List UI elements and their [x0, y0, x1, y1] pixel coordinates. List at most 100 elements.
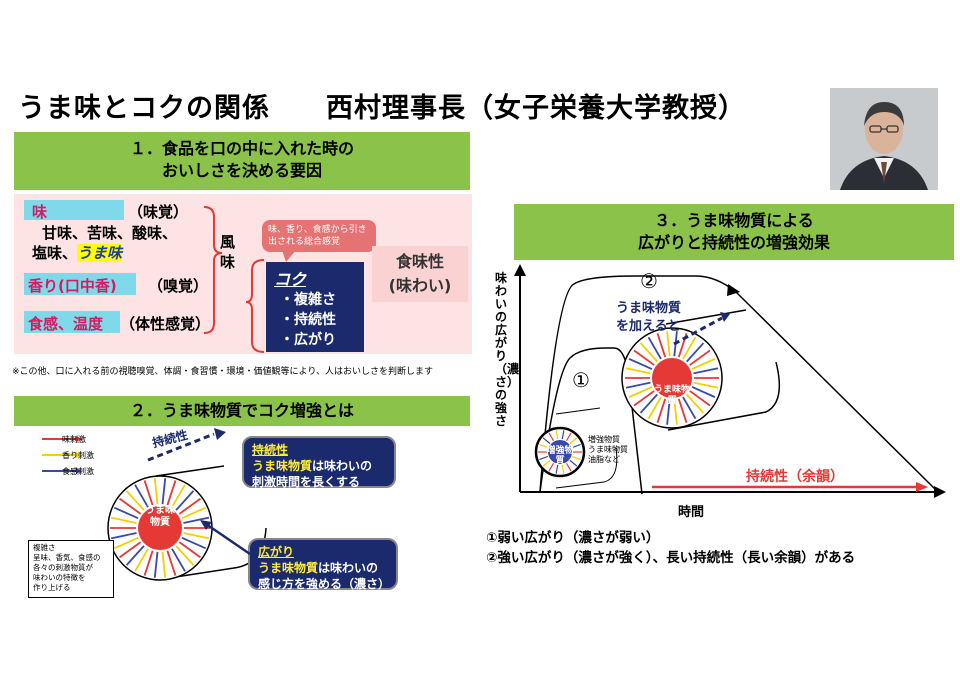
persistence-box: 持続性 うま味物質は味わいの 刺激時間を長くする	[242, 436, 396, 489]
texture-label: 食感、温度	[28, 315, 104, 333]
add-umami-line2: を加えると	[616, 319, 681, 334]
section3-heading-line2: 広がりと持続性の増強効果	[637, 233, 830, 252]
ray	[625, 367, 651, 375]
umami-circle-label: うま味物質	[145, 505, 175, 528]
add-umami-line1: うま味物質	[616, 301, 682, 316]
ray	[572, 455, 581, 461]
persistence-aftertaste-label: 持続性（余韻）	[746, 469, 844, 485]
ray	[110, 532, 137, 540]
ray	[666, 331, 671, 357]
spread-box-text1: は味わいの	[318, 561, 379, 575]
ray	[175, 545, 195, 566]
section1-heading-line2: おいしさを決める要因	[161, 161, 322, 180]
small-circle-note: 増強物質 うま味物質 油脂など	[588, 435, 628, 465]
koku-item-persistence: ・持続性	[280, 312, 336, 328]
taste-items-line2: 塩味、うま味	[32, 242, 123, 263]
ray	[633, 390, 655, 407]
ray	[178, 541, 201, 559]
ray	[171, 484, 186, 508]
ray	[625, 381, 651, 389]
section2-heading: ２．うま味物質でコク増強とは	[14, 396, 470, 426]
taste-items-line1: 甘味、苦味、酸味、	[42, 224, 178, 242]
small-circle-label: 増強物質	[546, 446, 574, 466]
ray	[689, 349, 711, 366]
ray	[542, 459, 551, 467]
ray	[153, 478, 159, 505]
ray	[628, 386, 653, 398]
complexity-note: 複雑さ 呈味、香気、食感の 各々の刺激物質が 味わいの特徴を 作り上げる	[28, 540, 114, 598]
ray	[143, 480, 154, 506]
portrait-photo	[830, 88, 938, 190]
aroma-highlight	[24, 273, 136, 295]
spread-box-title: 広がり	[258, 545, 295, 559]
ray	[693, 381, 719, 389]
effect-diagram	[514, 264, 946, 498]
ray	[542, 437, 551, 445]
ray	[166, 480, 177, 506]
ray	[125, 545, 145, 566]
ray	[166, 550, 177, 576]
ray	[647, 336, 662, 360]
ray	[677, 398, 688, 423]
ray	[161, 478, 167, 505]
koku-item-complexity: ・複雑さ	[280, 292, 336, 308]
ray	[682, 396, 697, 420]
ray	[171, 548, 186, 572]
ray	[673, 399, 678, 425]
big-circle-rays	[625, 331, 719, 425]
ray	[633, 349, 655, 366]
ray	[693, 367, 719, 375]
spread-pointer-icon	[200, 520, 251, 556]
ray	[572, 443, 581, 449]
ray	[647, 396, 662, 420]
persistence-box-highlight: うま味物質	[252, 459, 313, 473]
shokumi-line1: 食味性	[395, 252, 444, 271]
ray	[153, 551, 159, 578]
ray	[565, 432, 572, 442]
small-note-line3: 油脂など	[588, 455, 620, 464]
legend-taste: 味刺激	[62, 435, 86, 444]
texture-highlight	[24, 311, 120, 333]
taste-items-umami: うま味	[77, 244, 123, 262]
marker-1: ①	[572, 368, 590, 392]
ray	[548, 432, 555, 442]
aroma-label: 香り(口中香)	[28, 277, 117, 295]
complexity-note-line5: 作り上げる	[33, 583, 71, 592]
ray	[639, 342, 658, 363]
ray	[134, 548, 149, 572]
ray	[656, 398, 667, 423]
aroma-sense: （嗅覚）	[148, 277, 209, 295]
result-1: ①弱い広がり（濃さが弱い）	[486, 530, 660, 546]
complexity-note-line4: 味わいの特徴を	[33, 573, 86, 582]
ray	[113, 536, 139, 550]
ray	[666, 399, 671, 425]
ray	[561, 464, 565, 474]
ray	[125, 490, 145, 511]
ray	[134, 484, 149, 508]
koku-diagram	[42, 428, 267, 581]
section3-heading-line1: ３．うま味物質による	[654, 211, 814, 230]
complexity-note-line1: 複雑さ	[33, 543, 56, 552]
ray	[539, 443, 548, 449]
koku-box: コク ・複雑さ ・持続性 ・広がり	[266, 262, 364, 352]
ray	[119, 497, 142, 515]
x-axis-label: 時間	[678, 505, 705, 520]
ray	[565, 462, 572, 472]
ray	[555, 464, 559, 474]
ray	[689, 390, 711, 407]
result-2: ②強い広がり（濃さが強く）、長い持続性（長い余韻）がある	[486, 550, 856, 566]
ray	[639, 393, 658, 414]
ray	[555, 430, 559, 440]
callout-bubble: 味、香り、食感から引き出される総合感覚	[262, 220, 376, 252]
complexity-note-line2: 呈味、香気、食感の	[33, 553, 101, 562]
ray	[181, 506, 207, 520]
legend	[42, 436, 82, 474]
spread-box: 広がり うま味物質は味わいの 感じ方を強める（濃さ）	[248, 538, 398, 591]
ray	[183, 532, 210, 540]
ray	[548, 462, 555, 472]
ray	[682, 336, 697, 360]
ray	[175, 490, 195, 511]
legend-texture: 食感刺激	[62, 467, 94, 476]
ray	[686, 342, 705, 363]
complexity-note-line3: 各々の刺激物質が	[33, 563, 93, 572]
